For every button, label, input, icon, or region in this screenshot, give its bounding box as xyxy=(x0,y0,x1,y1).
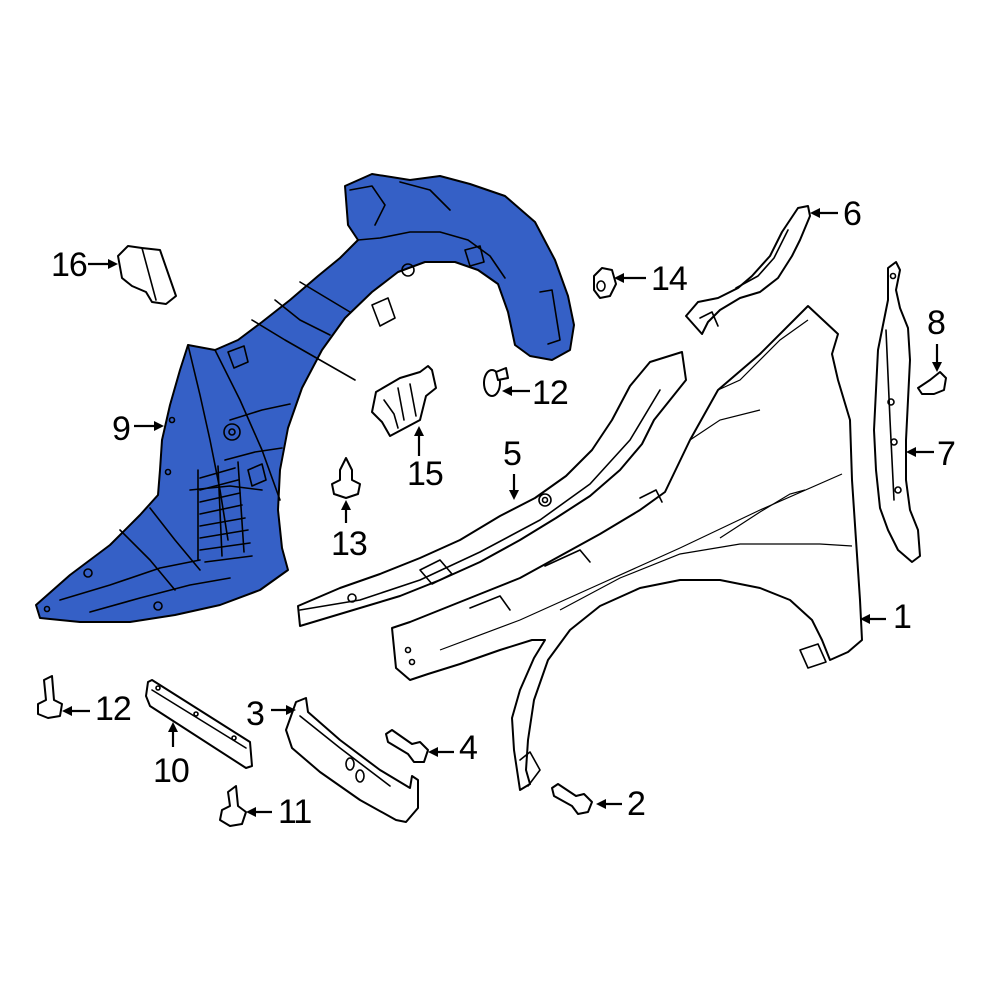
callout-5: 5 xyxy=(503,435,522,473)
callout-15: 15 xyxy=(407,455,444,493)
callout-4: 4 xyxy=(459,729,478,767)
fender-liner-part[interactable] xyxy=(35,173,575,623)
retainer-part[interactable] xyxy=(331,457,361,499)
nut-part[interactable] xyxy=(593,267,617,299)
liner-clip-lower-part[interactable] xyxy=(37,675,63,719)
callout-3: 3 xyxy=(246,695,265,733)
liner-clip-upper-part[interactable] xyxy=(483,367,509,397)
insulator-part[interactable] xyxy=(371,365,437,437)
rear-seal-bracket-part[interactable] xyxy=(873,261,921,563)
clip-part[interactable] xyxy=(917,371,947,395)
splash-shield-part[interactable] xyxy=(145,679,253,769)
callout-9: 9 xyxy=(112,410,131,448)
front-bracket-part[interactable] xyxy=(685,205,811,335)
callout-12-upper: 12 xyxy=(532,374,569,412)
push-rivet-part[interactable] xyxy=(219,785,247,827)
callout-1: 1 xyxy=(893,598,912,636)
callout-14: 13 xyxy=(331,525,368,563)
callout-2: 2 xyxy=(627,785,646,823)
fender-part[interactable] xyxy=(391,305,863,791)
fender-bolt-part[interactable] xyxy=(551,783,593,815)
callout-12-lower: 12 xyxy=(95,690,132,728)
callout-13: 14 xyxy=(651,260,688,298)
leader-arrows xyxy=(62,208,942,817)
bracket-bolt-part[interactable] xyxy=(385,729,429,763)
lower-bracket-part[interactable] xyxy=(285,697,419,823)
callout-11: 11 xyxy=(278,793,312,831)
callout-10: 10 xyxy=(153,752,190,790)
callout-8: 8 xyxy=(927,304,946,342)
liner-spacer-part[interactable] xyxy=(117,245,177,305)
callout-6: 6 xyxy=(843,195,862,233)
upper-rail-reinforcement-part[interactable] xyxy=(297,351,687,627)
callout-7: 7 xyxy=(937,435,956,473)
callout-16: 16 xyxy=(51,246,88,284)
